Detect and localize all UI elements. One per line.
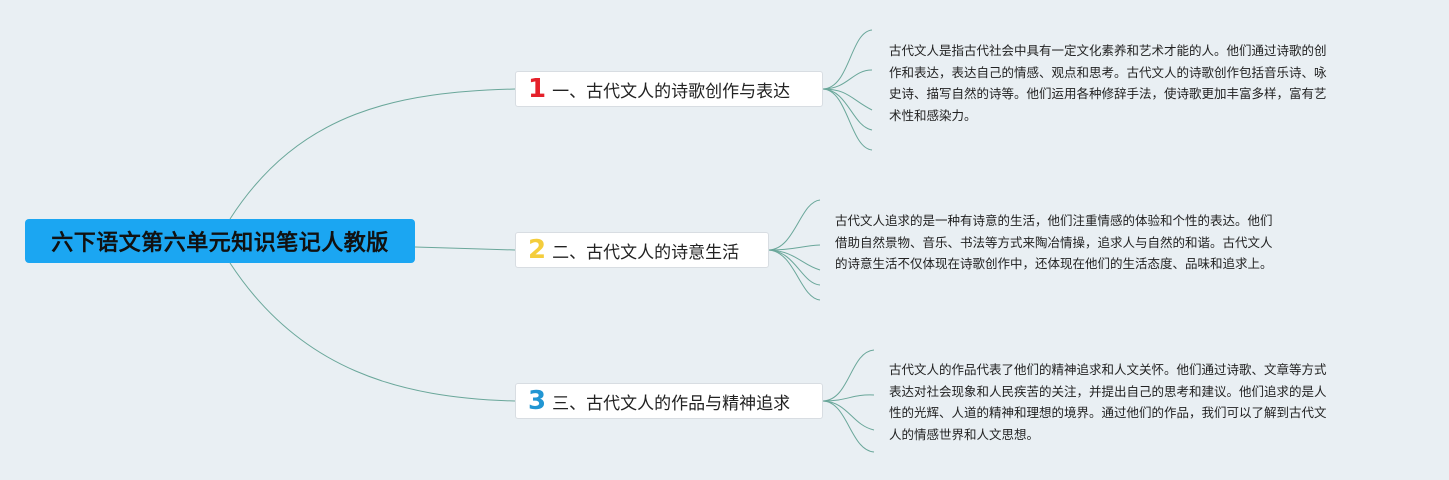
branch-1-title: 一、古代文人的诗歌创作与表达 [552, 81, 791, 102]
root-topic[interactable]: 六下语文第六单元知识笔记人教版 [25, 219, 415, 263]
note-line: 表达对社会现象和人民疾苦的关注，并提出自己的思考和建议。他们追求的是人 [889, 383, 1327, 399]
note-line: 古代文人的作品代表了他们的精神追求和人文关怀。他们通过诗歌、文章等方式 [889, 362, 1327, 377]
branch-2-number: 2 [528, 235, 547, 265]
connector-root-branch-1 [229, 88, 516, 220]
branch-2-title: 二、古代文人的诗意生活 [552, 242, 740, 263]
root-title: 六下语文第六单元知识笔记人教版 [51, 231, 389, 256]
branch-1-number: 1 [528, 74, 547, 104]
note-line: 古代文人是指古代社会中具有一定文化素养和艺术才能的人。他们通过诗歌的创 [889, 43, 1327, 58]
note-line: 术性和感染力。 [889, 107, 977, 123]
connector-root-branch-3 [229, 262, 516, 402]
branch-3-note[interactable]: 古代文人的作品代表了他们的精神追求和人文关怀。他们通过诗歌、文章等方式 表达对社… [889, 359, 1327, 445]
note-line: 借助自然景物、音乐、书法等方式来陶冶情操，追求人与自然的和谐。古代文人 [835, 234, 1273, 250]
note-line: 作和表达，表达自己的情感、观点和思考。古代文人的诗歌创作包括音乐诗、咏 [889, 64, 1327, 80]
note-line: 性的光辉、人道的精神和理想的境界。通过他们的作品，我们可以了解到古代文 [889, 405, 1327, 420]
branch-1-note[interactable]: 古代文人是指古代社会中具有一定文化素养和艺术才能的人。他们通过诗歌的创 作和表达… [889, 40, 1327, 126]
note-line: 人的情感世界和人文思想。 [889, 426, 1040, 442]
branch-2-topic[interactable]: 2 二、古代文人的诗意生活 [515, 232, 769, 268]
note-line: 史诗、描写自然的诗等。他们运用各种修辞手法，使诗歌更加丰富多样，富有艺 [889, 86, 1327, 101]
branch-3-number: 3 [528, 386, 547, 416]
branch-2-note[interactable]: 古代文人追求的是一种有诗意的生活，他们注重情感的体验和个性的表达。他们 借助自然… [835, 210, 1273, 275]
note-line: 的诗意生活不仅体现在诗歌创作中，还体现在他们的生活态度、品味和追求上。 [835, 256, 1273, 271]
branch-3-title: 三、古代文人的作品与精神追求 [552, 393, 791, 414]
branch-1-topic[interactable]: 1 一、古代文人的诗歌创作与表达 [515, 71, 823, 107]
connector-root-branch-2 [414, 246, 516, 251]
note-line: 古代文人追求的是一种有诗意的生活，他们注重情感的体验和个性的表达。他们 [835, 213, 1273, 228]
branch-3-topic[interactable]: 3 三、古代文人的作品与精神追求 [515, 383, 823, 419]
